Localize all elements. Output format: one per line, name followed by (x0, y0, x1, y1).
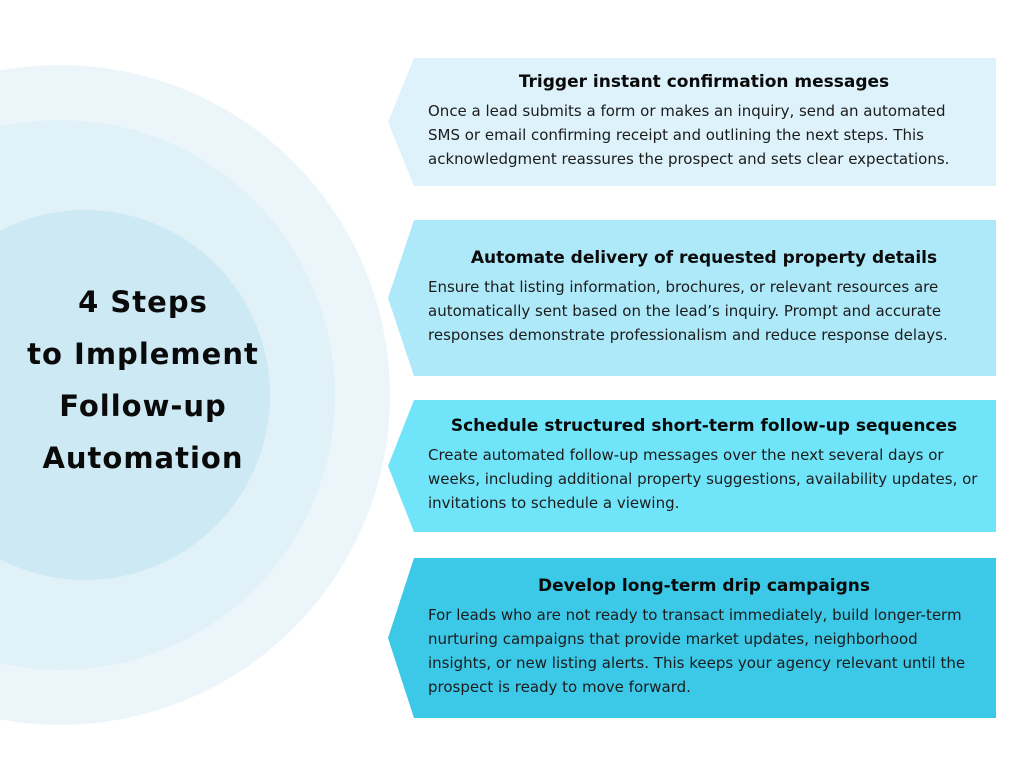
title-line-1: 4 Steps (78, 285, 208, 319)
title-line-4: Automation (42, 441, 244, 475)
step-body: Create automated follow-up messages over… (428, 445, 978, 512)
title-line-2: to Implement (27, 337, 259, 371)
step-body: For leads who are not ready to transact … (428, 605, 966, 696)
page-title: 4 Steps to Implement Follow-up Automatio… (8, 276, 278, 484)
step-title: Automate delivery of requested property … (470, 247, 938, 268)
step-title: Trigger instant confirmation messages (518, 71, 890, 92)
step-banner-4: Develop long-term drip campaigns For lea… (388, 558, 996, 718)
step-title: Develop long-term drip campaigns (538, 575, 870, 596)
step-title: Schedule structured short-term follow-up… (450, 415, 958, 436)
title-line-3: Follow-up (59, 389, 227, 423)
step-banner-1: Trigger instant confirmation messages On… (388, 58, 996, 186)
step-body: Once a lead submits a form or makes an i… (428, 101, 950, 168)
step-banner-2: Automate delivery of requested property … (388, 220, 996, 376)
step-body: Ensure that listing information, brochur… (428, 277, 948, 344)
step-banner-3: Schedule structured short-term follow-up… (388, 400, 996, 532)
